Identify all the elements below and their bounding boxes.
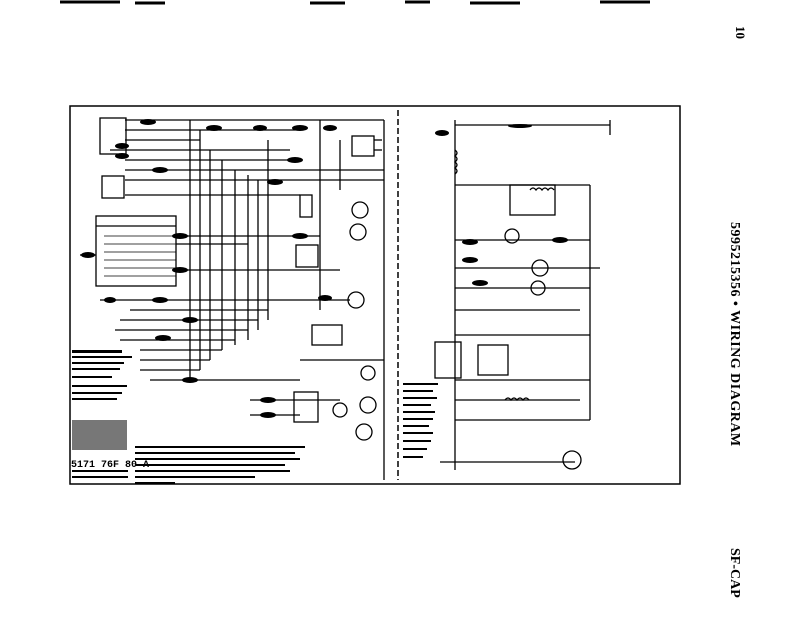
diagram-frame [69,105,681,485]
footer-code: SF-CAP [727,548,742,598]
diagram-title: 5995215356 • WIRING DIAGRAM [727,222,742,447]
scan-artifacts [60,0,650,5]
page-number: 10 [733,26,748,39]
part-number: 5171 76F 80 A [71,460,150,471]
wire-tags-left [81,119,337,418]
wire-tags-right [403,124,568,458]
legend-blocks [72,350,305,484]
right-schematic [434,120,611,470]
left-schematic [80,117,385,480]
